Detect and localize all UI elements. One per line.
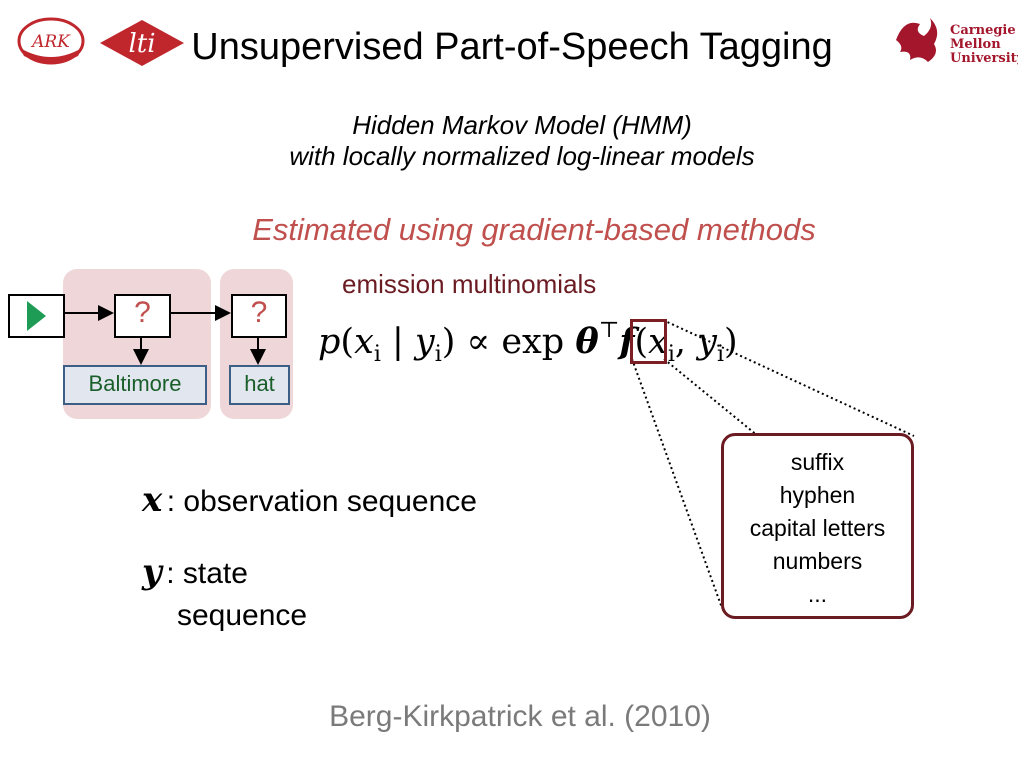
feature-list-box: suffix hyphen capital letters numbers ..… (721, 433, 914, 619)
observed-word-2: hat (229, 365, 290, 405)
y-symbol: y (142, 552, 162, 592)
hidden-state-2: ? (231, 294, 287, 338)
legend-y: y : state (142, 552, 248, 595)
x-symbol: x (142, 480, 163, 520)
cmu-logo-line2: Mellon (950, 37, 1001, 52)
slide-title: Unsupervised Part-of-Speech Tagging (191, 26, 833, 68)
estimation-note: Estimated using gradient-based methods (252, 212, 816, 247)
x-description: : observation sequence (166, 485, 477, 518)
feature-function-highlight (630, 319, 667, 364)
feature-item: suffix (790, 449, 845, 475)
lti-logo: lti (100, 20, 184, 66)
y-description-line-2: sequence (177, 599, 308, 632)
hidden-state-1: ? (114, 294, 171, 338)
feature-item: hyphen (779, 482, 856, 508)
slide-subtitle: Hidden Markov Model (HMM) with locally n… (0, 110, 1024, 172)
subtitle-line-1: Hidden Markov Model (HMM) (352, 110, 692, 140)
observed-word-1: Baltimore (63, 365, 207, 405)
ark-logo-text: ARK (30, 32, 71, 52)
emission-label: emission multinomials (342, 269, 597, 299)
start-state-box (8, 294, 65, 338)
feature-connector-bottom (631, 358, 723, 609)
cmu-logo: Carnegie Mellon University (896, 18, 1018, 66)
y-description-line-1: : state (166, 557, 248, 590)
citation: Berg-Kirkpatrick et al. (2010) (329, 700, 711, 733)
cmu-logo-line3: University (950, 51, 1018, 66)
feature-connector-mid (663, 358, 759, 437)
subtitle-line-2: with locally normalized log-linear model… (289, 141, 755, 171)
legend-x: x : observation sequence (142, 480, 477, 523)
feature-item: ... (807, 581, 828, 607)
cmu-logo-line1: Carnegie (950, 23, 1016, 38)
feature-item: capital letters (749, 515, 886, 541)
feature-connector-top (662, 319, 915, 437)
ark-logo: ARK (17, 17, 85, 65)
play-triangle-icon (27, 301, 46, 331)
feature-item: numbers (772, 548, 863, 574)
emission-formula: p(xi | yi) ∝ exp θ⊤f(xi, yi) (318, 318, 738, 367)
lti-logo-text: lti (128, 29, 155, 59)
